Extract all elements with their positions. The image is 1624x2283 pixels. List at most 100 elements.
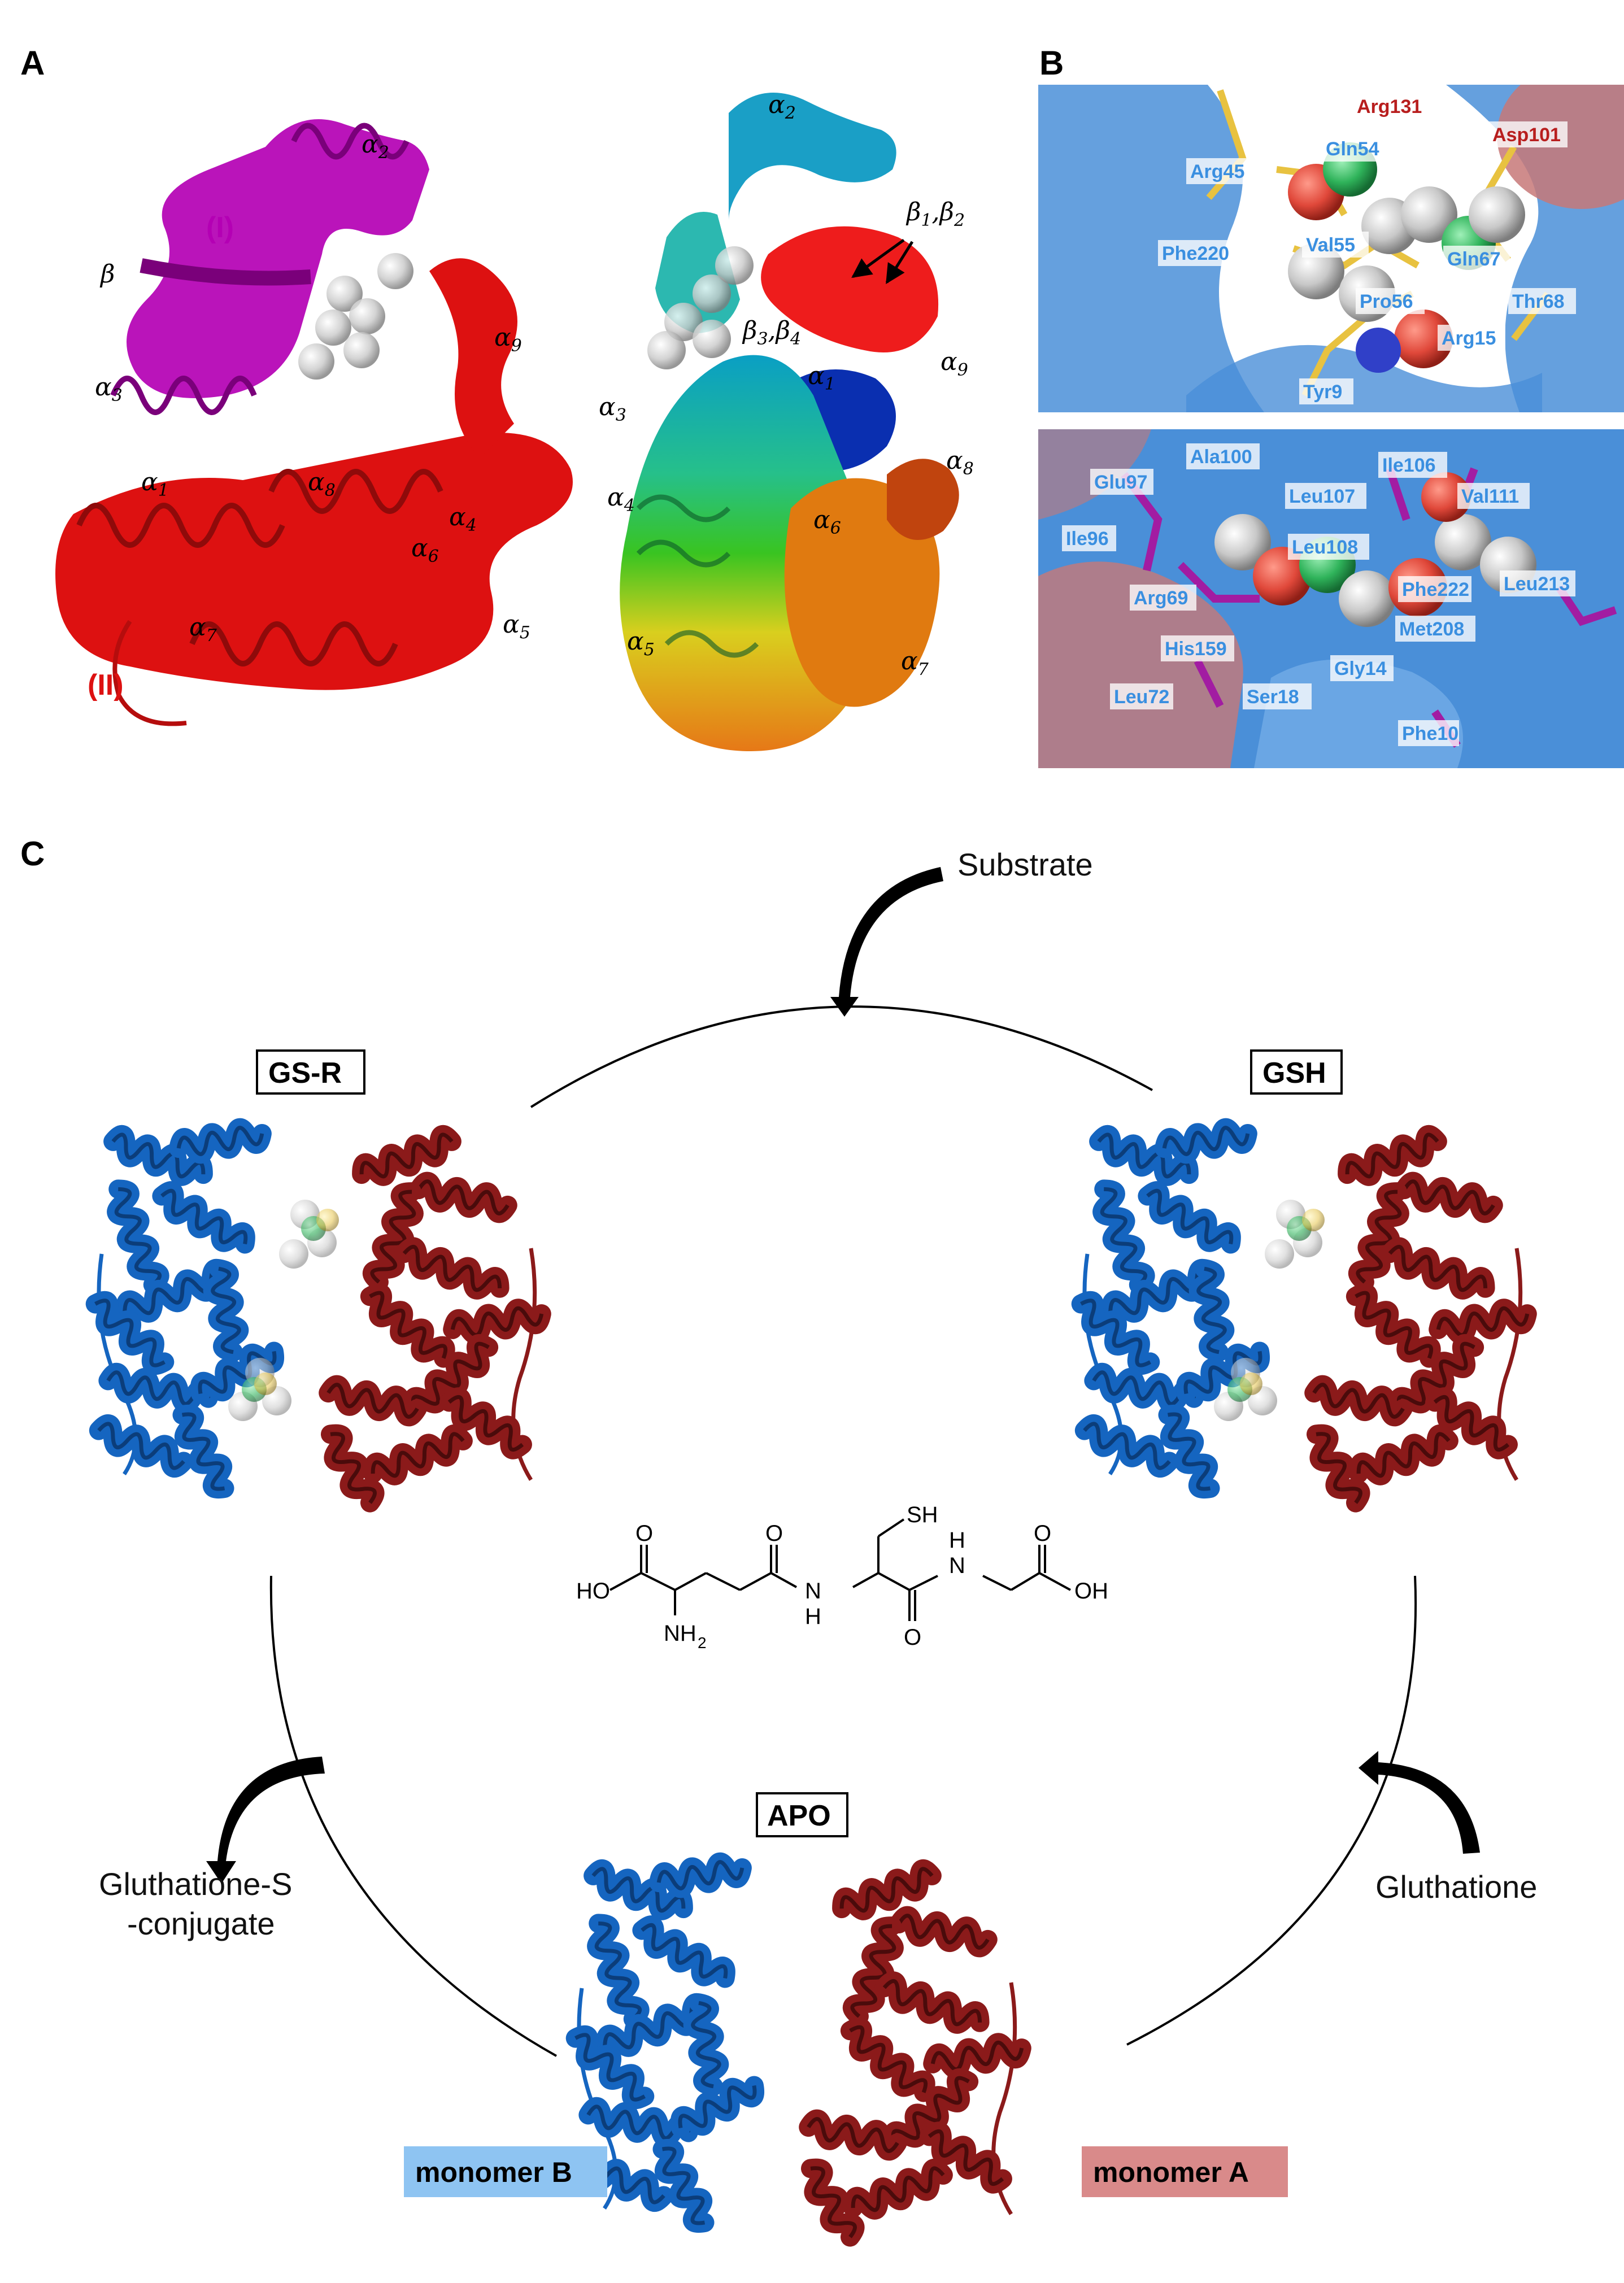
helix-ribbon [321,1424,385,1513]
ligand-sphere [279,1239,308,1269]
monomer-b-label: monomer B [415,2156,572,2188]
left-helix-label: α8​ [308,468,336,500]
gluthatione-arrow [1359,1751,1480,1854]
beta-label: β [99,260,115,289]
residue-label: Arg45 [1190,161,1244,182]
residue-label: Val55 [1306,234,1355,256]
beta34-label: β3​,β4​ [742,316,801,349]
helix-a2-right [729,93,896,220]
beta12-label: β1​,β2​ [905,198,965,230]
right-helix-label: α3​ [599,393,626,425]
helix-ribbon [1304,1375,1413,1427]
monomer-b-tag: monomer B [404,2146,607,2197]
residue-label: Val111 [1461,486,1519,507]
panel-b-bottom-labels: Ala100 Glu97 Ile106 Leu107 Val111 Ile96 … [1062,443,1575,746]
dimer-gsh-model [1071,1118,1537,1513]
right-helix-label: α6​ [813,506,841,538]
ligand-sphere [1265,1239,1294,1269]
residue-label: Thr68 [1512,291,1565,312]
helix-ribbon [632,1915,735,1988]
helix-ribbon [1138,1181,1241,1254]
residue-label: Asp101 [1492,124,1561,146]
helix-ribbon [1346,1283,1441,1368]
atom-label: HO [576,1579,610,1604]
helix-a9 [429,258,517,458]
right-helix-label: α1​ [808,361,835,394]
state-gsh: GSH [1250,1049,1343,1095]
panel-a-left-model [55,119,573,726]
right-helix-label: α8​ [946,446,974,479]
helix-ribbon [1092,1179,1155,1295]
residue-label: Ile96 [1066,528,1109,550]
helix-ribbon [443,1299,551,1345]
helix-ribbon [1074,1414,1179,1478]
atom-label: O [635,1521,653,1546]
atom-label: O [1034,1521,1051,1546]
helix-ribbon [1071,1291,1160,1375]
residue-label: Ser18 [1247,686,1299,708]
helix-ribbon [883,2068,979,2153]
helix-ribbon [203,1259,249,1362]
helix-ribbon [89,1414,194,1478]
ligand-sphere [1302,1209,1325,1231]
conjugate-arrow [206,1757,325,1884]
state-apo-label: APO [767,1800,831,1832]
helix-ribbon [832,1859,942,1920]
helix-ribbon [1158,1405,1220,1498]
helix-ribbon [169,1118,272,1164]
residue-label: Glu97 [1094,472,1147,493]
residue-label: Phe222 [1402,579,1469,600]
atom-label: H [949,1528,965,1553]
panel-c-letter: C [20,835,45,873]
left-helix-label: α4​ [449,503,477,535]
atom-label: H [805,1604,821,1629]
residue-label: Phe220 [1162,243,1229,264]
panel-a-letter: A [20,44,45,82]
helix-ribbon [801,2158,865,2247]
residue-label: Met208 [1399,618,1464,640]
right-helix-label: α2​ [768,90,796,123]
helix-a9-right [761,226,939,352]
cycle-arrows [206,867,1480,1884]
gluthatione-label: Gluthatione [1375,1869,1537,1905]
residue-label: Leu107 [1289,486,1355,507]
left-helix-label: α2​ [362,130,389,163]
conjugate-label-line1: Gluthatione-S [99,1866,292,1902]
glutathione-structure [609,1518,1071,1621]
helix-ribbon [394,1237,510,1300]
panel-a-right-labels: β1​,β2​ β3​,β4​ α2​ α1​ α3​ α9​ α8​ α4​ … [599,90,974,679]
residue-label: Gln67 [1447,249,1500,270]
domain-ii-ribbon [55,433,573,690]
helix-ribbon [439,1387,532,1459]
domain-ii-label: (II) [88,669,124,702]
helix-ribbon [363,1424,473,1485]
helix-ribbon [1089,1125,1199,1186]
state-gsh-label: GSH [1262,1057,1326,1090]
left-helix-label: α1​ [141,468,169,500]
helix-ribbon [671,2076,764,2138]
monomer-a-label: monomer A [1093,2156,1249,2188]
helix-ribbon [352,1125,461,1186]
ligand-spheres-right [647,246,754,369]
helix-ribbon [923,2033,1031,2079]
helix-ribbon [409,1171,517,1223]
helix-ribbon [1395,1171,1503,1223]
residue-label: Phe10 [1402,723,1458,744]
residue-label: His159 [1165,638,1227,660]
helix-ribbon [565,2025,655,2110]
helix-ribbon [649,1852,752,1898]
helix-ribbon [107,1179,169,1295]
left-helix-label: α7​ [189,613,217,646]
helix-ribbon [403,1334,499,1419]
monomer-a-tag: monomer A [1082,2146,1288,2197]
left-helix-label: α9​ [494,323,522,356]
atom-label: SH [907,1502,938,1527]
ligand-sphere [1240,1373,1262,1395]
helix-ribbon [1155,1118,1257,1164]
ligand-sphere [316,1209,339,1231]
state-gsr: GS-R [256,1049,365,1095]
beta-strand [140,258,311,286]
residue-label: Ile106 [1382,455,1436,476]
state-apo: APO [756,1792,848,1837]
helix-ribbon [1349,1424,1458,1485]
